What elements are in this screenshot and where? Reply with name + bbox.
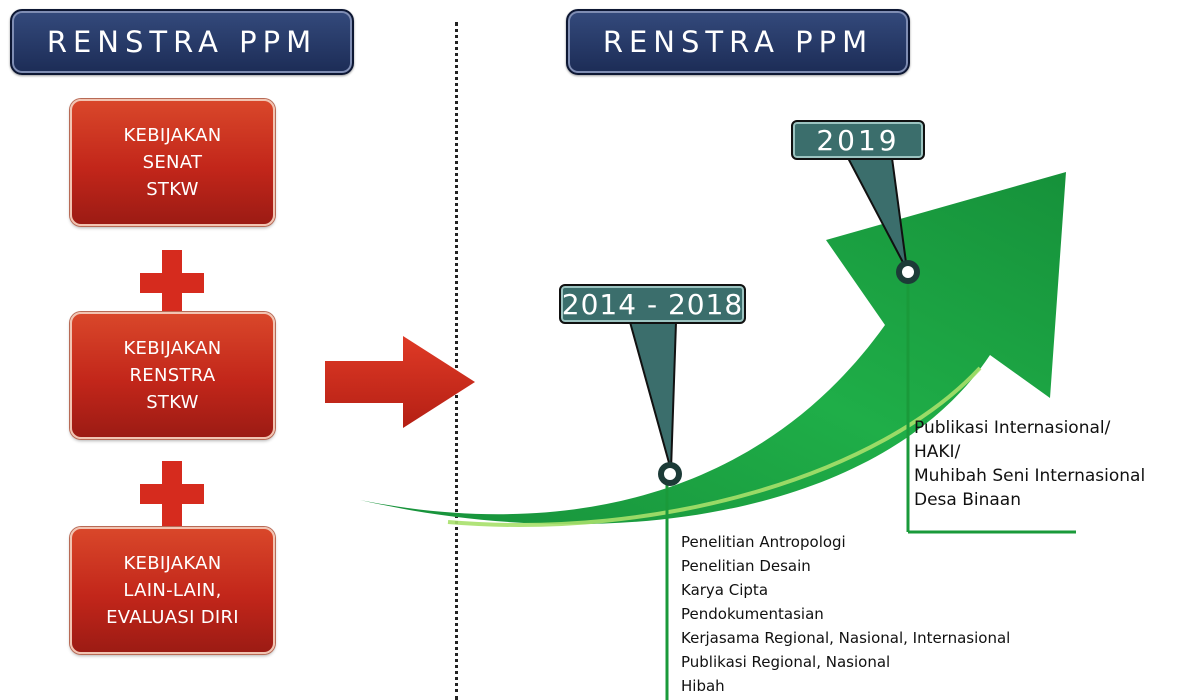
list-item: Hibah	[681, 677, 725, 695]
milestone-items-2014: Penelitian Antropologi Penelitian Desain…	[681, 530, 1010, 698]
list-item: Publikasi Regional, Nasional	[681, 653, 891, 671]
milestone-dot-center-2019	[902, 266, 914, 278]
growth-arrow-highlight	[447, 366, 982, 527]
policy-box-renstra: KEBIJAKAN RENSTRA STKW	[70, 312, 275, 439]
callout-pointer-2014	[628, 321, 678, 471]
policy-box-lain-lain: KEBIJAKAN LAIN-LAIN, EVALUASI DIRI	[70, 527, 275, 654]
milestone-items-2019: Publikasi Internasional/ HAKI/ Muhibah S…	[914, 416, 1145, 512]
right-arrow-icon	[325, 336, 475, 428]
milestone-callout-2019: 2019	[791, 120, 925, 160]
list-item: Pendokumentasian	[681, 605, 824, 623]
list-item: Karya Cipta	[681, 581, 769, 599]
list-item: HAKI/	[914, 442, 961, 462]
header-right-title: RENSTRA PPM	[566, 9, 910, 75]
header-left-title: RENSTRA PPM	[10, 9, 354, 75]
dotted-divider	[455, 22, 458, 700]
list-item: Publikasi Internasional/	[914, 418, 1111, 438]
plus-icon	[140, 461, 204, 527]
milestone-dot-center-2014	[664, 468, 676, 480]
list-item: Desa Binaan	[914, 490, 1021, 510]
plus-icon	[140, 250, 204, 316]
milestone-callout-2014: 2014 - 2018	[559, 284, 746, 324]
list-item: Kerjasama Regional, Nasional, Internasio…	[681, 629, 1011, 647]
policy-box-senat: KEBIJAKAN SENAT STKW	[70, 99, 275, 226]
list-item: Penelitian Antropologi	[681, 533, 846, 551]
list-item: Penelitian Desain	[681, 557, 811, 575]
list-item: Muhibah Seni Internasional	[914, 466, 1146, 486]
